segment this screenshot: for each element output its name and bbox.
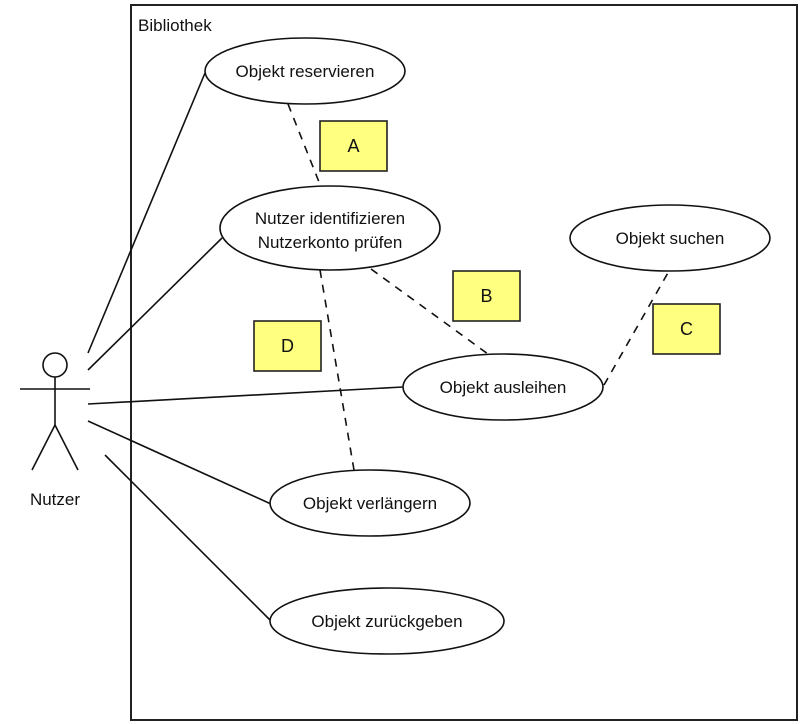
use-case-reservieren[interactable]: Objekt reservieren [204,37,406,105]
system-label: Bibliothek [138,16,212,35]
use-case-ellipse [269,587,505,655]
use-case-zurueckgeben[interactable]: Objekt zurückgeben [269,587,505,655]
label-box-text: D [281,336,294,356]
actor-nutzer[interactable]: Nutzer [20,352,90,509]
use-case-ausleihen[interactable]: Objekt ausleihen [402,353,604,421]
actor-left-leg [31,424,56,471]
association-verlaengern [87,420,272,505]
dependency-D [319,269,355,471]
label-box-text: A [347,136,359,156]
label-box-C[interactable]: C [652,303,721,355]
label-box-rect [319,120,388,172]
use-case-ellipse [569,204,771,272]
dependency-C [603,270,670,386]
label-box-rect [253,320,322,372]
label-box-text: C [680,319,693,339]
use-case-ellipse [402,353,604,421]
use-case-suchen[interactable]: Objekt suchen [569,204,771,272]
use-case-identifizieren[interactable]: Nutzer identifizieren Nutzerkonto prüfen [219,185,441,271]
use-case-label: Objekt verlängern [303,494,437,513]
use-case-verlaengern[interactable]: Objekt verlängern [269,469,471,537]
use-case-label: Objekt suchen [616,229,725,248]
label-box-B[interactable]: B [452,270,521,322]
association-identifizieren [87,237,223,371]
use-case-ellipse [219,185,441,271]
use-case-label: Objekt zurückgeben [311,612,462,631]
actor-head-icon [42,352,68,378]
label-box-text: B [480,286,492,306]
use-case-label-line1: Nutzer identifizieren [255,209,405,228]
use-case-label-line2: Nutzerkonto prüfen [258,233,403,252]
association-reservieren [87,72,206,354]
association-ausleihen [87,386,404,405]
use-case-label: Objekt reservieren [236,62,375,81]
label-box-D[interactable]: D [253,320,322,372]
label-box-A[interactable]: A [319,120,388,172]
actor-right-leg [54,424,79,471]
association-zurueckgeben [104,454,272,622]
label-box-rect [652,303,721,355]
use-case-ellipse [269,469,471,537]
label-box-rect [452,270,521,322]
dependency-B [370,268,489,355]
actor-label: Nutzer [30,490,80,509]
use-case-label: Objekt ausleihen [440,378,567,397]
use-case-ellipse [204,37,406,105]
